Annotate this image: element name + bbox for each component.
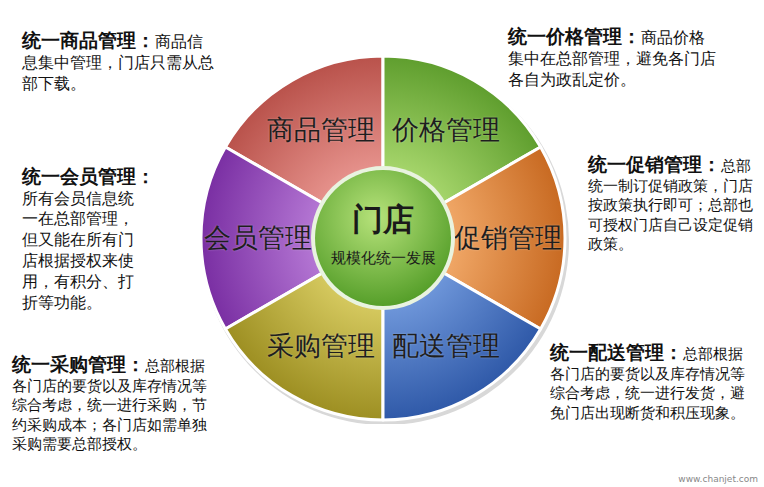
center-shape — [310, 165, 456, 311]
sector-label: 商品管理 — [267, 112, 375, 148]
callout-text: 统一促销管理：总部统一制订促销政策，门店按政策执行即可；总部也可授权门店自己设定… — [588, 152, 756, 255]
center-circle: 门店规模化统一发展 — [310, 165, 456, 311]
sector-label: 促销管理 — [454, 220, 562, 256]
center-ring — [311, 166, 455, 310]
watermark: www.chanjet.com — [678, 474, 758, 484]
callout-heading: 统一促销管理： — [588, 153, 721, 175]
sector-label: 采购管理 — [267, 328, 375, 364]
callout-heading: 统一配送管理： — [550, 341, 683, 363]
center-subtitle: 规模化统一发展 — [331, 249, 436, 268]
sector-label: 会员管理 — [204, 220, 312, 256]
callout-body: 所有会员信息统一在总部管理，但又能在所有门店根据授权来使用，有积分、打折等功能。 — [22, 189, 134, 312]
callout-text: 统一会员管理：所有会员信息统一在总部管理，但又能在所有门店根据授权来使用，有积分… — [22, 164, 146, 313]
callout-heading: 统一采购管理： — [12, 353, 145, 375]
callout-text: 统一采购管理：总部根据各门店的要货以及库存情况等综合考虑，统一进行采购，节约采购… — [12, 352, 218, 455]
sector-label: 价格管理 — [392, 112, 500, 148]
callout-heading: 统一会员管理： — [22, 164, 146, 189]
callout-heading: 统一商品管理： — [22, 29, 155, 51]
center-disc — [315, 170, 451, 306]
center-title: 门店 — [352, 199, 414, 241]
callout-heading: 统一价格管理： — [508, 25, 641, 47]
callout-text: 统一商品管理：商品信息集中管理，门店只需从总部下载。 — [22, 28, 218, 94]
callout-text: 统一配送管理：总部根据各门店的要货以及库存情况等综合考虑，统一进行发货，避免门店… — [550, 340, 754, 423]
ring-rim — [201, 57, 569, 424]
callout-text: 统一价格管理：商品价格集中在总部管理，避免各门店各自为政乱定价。 — [508, 24, 716, 90]
sector-label: 配送管理 — [392, 328, 500, 364]
